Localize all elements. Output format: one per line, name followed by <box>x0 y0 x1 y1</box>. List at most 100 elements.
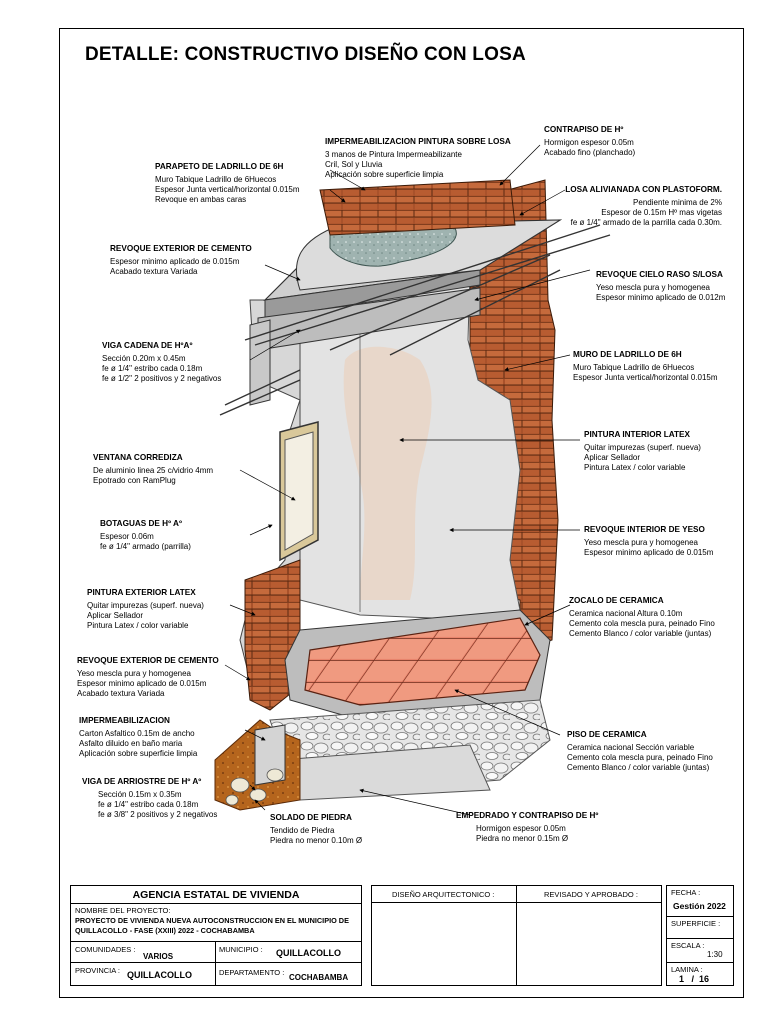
annotation-line: Espesor Junta vertical/horizontal 0.015m <box>573 373 718 382</box>
annotation-heading: VIGA DE ARRIOSTRE DE Hº Aº <box>82 777 202 786</box>
annotation-empedrado: EMPEDRADO Y CONTRAPISO DE Hº Hormigon es… <box>456 811 598 844</box>
annotation-heading: REVOQUE CIELO RASO S/LOSA <box>596 270 723 279</box>
annotation-contrapiso-top: CONTRAPISO DE Hº Hormigon espesor 0.05m … <box>544 125 635 158</box>
fecha-label: FECHA : <box>671 888 701 897</box>
annotation-line: fe ø 1/2" 2 positivos y 2 negativos <box>102 374 222 383</box>
annotation-heading: MURO DE LADRILLO DE 6H <box>573 350 682 359</box>
comunidades-value: VARIOS <box>143 952 174 961</box>
annotation-heading: REVOQUE EXTERIOR DE CEMENTO <box>110 244 252 253</box>
annotation-heading: EMPEDRADO Y CONTRAPISO DE Hº <box>456 811 599 820</box>
annotation-revoque-exterior-1: REVOQUE EXTERIOR DE CEMENTO Espesor mini… <box>110 244 252 277</box>
annotation-heading: VIGA CADENA DE HºAº <box>102 341 193 350</box>
annotation-impermeabilizacion: IMPERMEABILIZACION Carton Asfaltico 0.15… <box>79 716 197 759</box>
annotation-line: Aplicación sobre superficie limpia <box>325 170 444 179</box>
annotation-revoque-exterior-2: REVOQUE EXTERIOR DE CEMENTO Yeso mescla … <box>77 656 219 699</box>
annotation-pintura-interior: PINTURA INTERIOR LATEX Quitar impurezas … <box>584 430 701 473</box>
annotation-impermeabilizacion-losa: IMPERMEABILIZACION PINTURA SOBRE LOSA 3 … <box>325 137 511 180</box>
annotation-line: Sección 0.20m x 0.45m <box>102 354 186 363</box>
annotation-line: Yeso mescla pura y homogenea <box>77 669 191 678</box>
annotation-muro-ladrillo: MURO DE LADRILLO DE 6H Muro Tabique Ladr… <box>573 350 718 383</box>
annotation-line: Espesor de 0.15m Hº mas vigetas <box>601 208 722 217</box>
project-name-line1: PROYECTO DE VIVIENDA NUEVA AUTOCONSTRUCC… <box>75 916 349 925</box>
annotation-line: Hormigon espesor 0.05m <box>544 138 634 147</box>
annotation-parapeto: PARAPETO DE LADRILLO DE 6H Muro Tabique … <box>155 162 300 205</box>
annotation-heading: BOTAGUAS DE Hº Aº <box>100 519 182 528</box>
title-block-right: FECHA : Gestión 2022 SUPERFICIE : ESCALA… <box>666 885 734 986</box>
annotation-line: Cril, Sol y Lluvia <box>325 160 383 169</box>
annotation-line: Sección 0.15m x 0.35m <box>98 790 182 799</box>
annotation-line: Asfalto diluido en baño maria <box>79 739 183 748</box>
annotation-line: Aplicar Sellador <box>87 611 144 620</box>
municipio-value: QUILLACOLLO <box>276 948 341 958</box>
revisado-label: REVISADO Y APROBADO : <box>544 890 638 899</box>
annotation-line: Piedra no menor 0.10m Ø <box>270 836 363 845</box>
annotation-line: Muro Tabique Ladrillo de 6Huecos <box>155 175 277 184</box>
municipio-label: MUNICIPIO : <box>219 945 263 954</box>
annotation-heading: ZOCALO DE CERAMICA <box>569 596 664 605</box>
annotation-line: Acabado fino (planchado) <box>544 148 636 157</box>
annotation-line: Acabado textura Variada <box>77 689 165 698</box>
annotation-line: Cemento cola mescla pura, peinado Fino <box>569 619 715 628</box>
project-label: NOMBRE DEL PROYECTO: <box>75 906 171 915</box>
diseno-label: DISEÑO ARQUITECTONICO : <box>392 890 495 899</box>
annotation-line: fe ø 1/4" estribo cada 0.18m <box>98 800 199 809</box>
annotation-line: Espesor minimo aplicado de 0.015m <box>110 257 240 266</box>
annotation-revoque-cielo-raso: REVOQUE CIELO RASO S/LOSA Yeso mescla pu… <box>596 270 725 303</box>
title-block-middle: DISEÑO ARQUITECTONICO : REVISADO Y APROB… <box>371 885 662 986</box>
escala-value: 1:30 <box>707 950 723 959</box>
annotation-heading: PINTURA INTERIOR LATEX <box>584 430 690 439</box>
annotation-line: Ceramica nacional Altura 0.10m <box>569 609 683 618</box>
annotation-line: Espesor 0.06m <box>100 532 154 541</box>
annotation-line: Epotrado con RamPlug <box>93 476 176 485</box>
departamento-value: COCHABAMBA <box>289 973 349 982</box>
superficie-label: SUPERFICIE : <box>671 919 721 928</box>
annotation-line: Muro Tabique Ladrillo de 6Huecos <box>573 363 695 372</box>
provincia-label: PROVINCIA : <box>75 966 121 975</box>
annotation-line: Piedra no menor 0.15m Ø <box>476 834 569 843</box>
annotation-line: Yeso mescla pura y homogenea <box>596 283 710 292</box>
annotation-line: Espesor minimo aplicado de 0.015m <box>584 548 714 557</box>
annotation-line: Pintura Latex / color variable <box>87 621 189 630</box>
annotation-line: Quitar impurezas (superf. nueva) <box>584 443 701 452</box>
annotation-line: Espesor minimo aplicado de 0.015m <box>77 679 207 688</box>
annotation-line: Aplicación sobre superficie limpia <box>79 749 198 758</box>
annotation-heading: PARAPETO DE LADRILLO DE 6H <box>155 162 284 171</box>
annotation-line: Yeso mescla pura y homogenea <box>584 538 698 547</box>
lamina-value: 1 / 16 <box>679 974 710 984</box>
annotation-pintura-exterior: PINTURA EXTERIOR LATEX Quitar impurezas … <box>87 588 204 631</box>
escala-label: ESCALA : <box>671 941 705 950</box>
annotation-line: Hormigon espesor 0.05m <box>476 824 566 833</box>
page-title: DETALLE: CONSTRUCTIVO DISEÑO CON LOSA <box>85 44 526 65</box>
annotation-ventana: VENTANA CORREDIZA De aluminio linea 25 c… <box>93 453 213 486</box>
annotation-line: fe ø 1/4" estribo cada 0.18m <box>102 364 203 373</box>
agency-name: AGENCIA ESTATAL DE VIVIENDA <box>132 889 300 901</box>
annotation-line: Pendiente minima de 2% <box>633 198 722 207</box>
annotation-line: Carton Asfaltico 0.15m de ancho <box>79 729 195 738</box>
provincia-value: QUILLACOLLO <box>127 970 192 980</box>
annotation-heading: PINTURA EXTERIOR LATEX <box>87 588 196 597</box>
annotation-heading: IMPERMEABILIZACION PINTURA SOBRE LOSA <box>325 137 511 146</box>
annotation-line: Cemento Blanco / color variable (juntas) <box>569 629 712 638</box>
annotation-line: 3 manos de Pintura Impermeabilizante <box>325 150 462 159</box>
annotation-revoque-interior: REVOQUE INTERIOR DE YESO Yeso mescla pur… <box>584 525 713 558</box>
annotation-line: fe ø 1/4" armado de la parrilla cada 0.3… <box>570 218 722 227</box>
annotation-line: Tendido de Piedra <box>270 826 335 835</box>
annotation-losa-alivianada: LOSA ALIVIANADA CON PLASTOFORM. Pendient… <box>565 185 722 228</box>
annotation-line: fe ø 1/4" armado (parrilla) <box>100 542 191 551</box>
fecha-value: Gestión 2022 <box>673 901 726 911</box>
sheet-border <box>59 28 744 998</box>
annotation-line: Aplicar Sellador <box>584 453 641 462</box>
annotation-line: Cemento Blanco / color variable (juntas) <box>567 763 710 772</box>
comunidades-label: COMUNIDADES : <box>75 945 136 954</box>
annotation-line: Ceramica nacional Sección variable <box>567 743 695 752</box>
annotation-line: fe ø 3/8" 2 positivos y 2 negativos <box>98 810 218 819</box>
annotation-line: Acabado textura Variada <box>110 267 198 276</box>
annotation-line: Pintura Latex / color variable <box>584 463 686 472</box>
annotation-solado: SOLADO DE PIEDRA Tendido de Piedra Piedr… <box>270 813 362 846</box>
annotation-line: Espesor minimo aplicado de 0.012m <box>596 293 726 302</box>
annotation-botaguas: BOTAGUAS DE Hº Aº Espesor 0.06m fe ø 1/4… <box>100 519 191 552</box>
departamento-label: DEPARTAMENTO : <box>219 968 285 977</box>
annotation-line: De aluminio linea 25 c/vidrio 4mm <box>93 466 214 475</box>
annotation-heading: CONTRAPISO DE Hº <box>544 125 624 134</box>
